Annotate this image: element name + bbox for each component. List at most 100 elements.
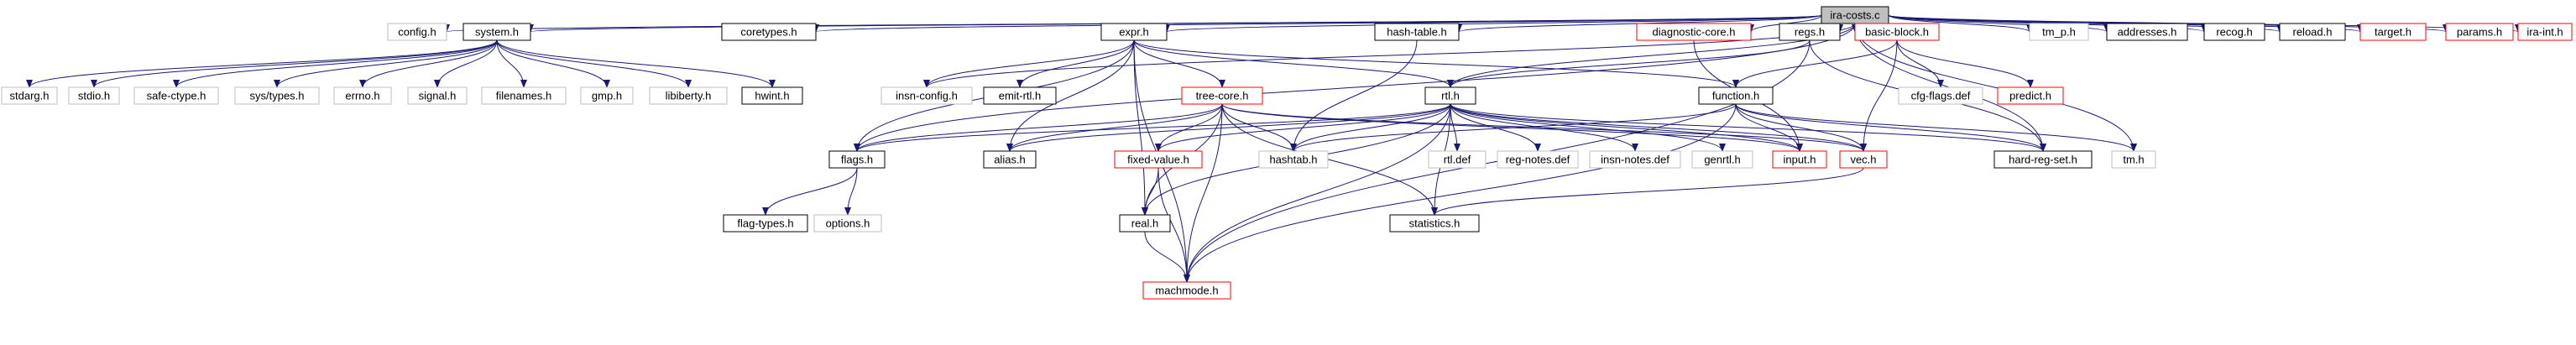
node-stdio-label: stdio.h [78,90,110,102]
node-rtl[interactable]: rtl.h [1424,86,1476,105]
node-basic-block[interactable]: basic-block.h [1854,23,1940,41]
node-recog-box [2203,23,2265,41]
edge-expr-to-alias [1006,39,1135,152]
node-ira-int[interactable]: ira-int.h [2517,23,2573,41]
edge-ira-costs-to-tm_p [1888,14,2033,33]
edge-basic-block-to-predict [1896,39,2034,88]
edge-system-to-safe-ctype [173,39,498,88]
node-vec[interactable]: vec.h [1839,150,1888,169]
node-tm-box [2111,150,2156,169]
edge-system-to-filenames [496,39,527,88]
edge-expr-to-insn-config [923,39,1135,88]
edge-basic-block-to-function [1732,39,1898,88]
edge-function-to-hard-reg-set [1735,103,2046,152]
node-machmode[interactable]: machmode.h [1142,281,1231,300]
node-insn-notes: insn-notes.def [1589,150,1681,169]
node-stdarg-label: stdarg.h [10,90,50,102]
node-reload[interactable]: reload.h [2279,23,2346,41]
node-expr-label: expr.h [1119,26,1148,39]
node-alias[interactable]: alias.h [983,150,1037,169]
edge-tree-core-to-input [1221,103,1803,152]
edge-expr-to-real [1133,39,1148,216]
edge-rtl-to-alias [1006,103,1451,152]
node-emit-rtl-label: emit-rtl.h [999,90,1042,102]
node-input-box [1772,150,1827,169]
edge-system-to-hwint [496,39,776,88]
node-function-box [1698,86,1774,105]
node-coretypes[interactable]: coretypes.h [721,23,817,41]
node-coretypes-box [721,23,817,41]
node-hash-table[interactable]: hash-table.h [1374,23,1460,41]
node-diagnostic-core[interactable]: diagnostic-core.h [1636,23,1752,41]
node-insn-notes-label: insn-notes.def [1601,154,1669,166]
node-filenames-box [481,86,567,105]
edge-tree-core-to-alias [1006,103,1223,152]
node-expr[interactable]: expr.h [1100,23,1168,41]
node-stdarg: stdarg.h [1,86,58,105]
edge-rtl-to-machmode [1183,103,1451,283]
edge-flags-to-options [844,167,858,216]
node-tree-core[interactable]: tree-core.h [1181,86,1263,105]
node-statistics[interactable]: statistics.h [1389,214,1480,233]
edge-regs-to-rtl [1447,39,1811,88]
node-function[interactable]: function.h [1698,86,1774,105]
node-fixed-value[interactable]: fixed-value.h [1114,150,1203,169]
edge-ira-costs-to-coretypes [813,14,1822,33]
node-flags-label: flags.h [841,154,873,166]
node-gmp-label: gmp.h [592,90,622,102]
node-recog[interactable]: recog.h [2203,23,2265,41]
node-params-label: params.h [2457,26,2502,39]
node-signal: signal.h [407,86,468,105]
node-hwint[interactable]: hwint.h [741,86,803,105]
node-system[interactable]: system.h [462,23,531,41]
node-flag-types[interactable]: flag-types.h [723,214,808,233]
node-insn-config-box [880,86,973,105]
node-addresses[interactable]: addresses.h [2106,23,2188,41]
node-hard-reg-set[interactable]: hard-reg-set.h [1993,150,2093,169]
node-tm_p-box [2029,23,2089,41]
node-predict[interactable]: predict.h [1997,86,2064,105]
node-hwint-label: hwint.h [755,90,789,102]
node-regs-box [1779,23,1841,41]
node-options-label: options.h [826,217,870,230]
node-statistics-label: statistics.h [1409,217,1460,230]
node-regs[interactable]: regs.h [1779,23,1841,41]
edge-rtl-to-fixed-value [1155,103,1451,152]
edge-fixed-value-to-machmode [1157,167,1190,283]
edge-function-to-tm [1735,103,2137,152]
node-rtl-def: rtl.def [1428,150,1487,169]
node-sys-types-box [234,86,320,105]
node-safe-ctype-box [133,86,219,105]
node-rtl-def-box [1428,150,1487,169]
node-sys-types-label: sys/types.h [249,90,304,102]
edge-system-to-sys-types [274,39,498,88]
node-hash-table-label: hash-table.h [1387,26,1447,39]
node-cfg-flags: cfg-flags.def [1898,86,1983,105]
node-target[interactable]: target.h [2359,23,2427,41]
node-basic-block-label: basic-block.h [1865,26,1929,39]
node-safe-ctype: safe-ctype.h [133,86,219,105]
node-alias-box [983,150,1037,169]
node-hwint-box [741,86,803,105]
node-params-box [2445,23,2514,41]
node-options: options.h [813,214,882,233]
node-real[interactable]: real.h [1119,214,1171,233]
node-flags[interactable]: flags.h [828,150,886,169]
edge-expr-to-tree-core [1133,39,1225,88]
node-target-box [2359,23,2427,41]
node-target-label: target.h [2375,26,2411,39]
node-hash-table-box [1374,23,1460,41]
node-params[interactable]: params.h [2445,23,2514,41]
node-emit-rtl[interactable]: emit-rtl.h [983,86,1057,105]
node-function-label: function.h [1712,90,1759,102]
edge-tree-core-to-flags [854,103,1223,152]
node-input[interactable]: input.h [1772,150,1827,169]
node-coretypes-label: coretypes.h [740,26,797,39]
edge-vec-to-statistics [1431,167,1864,216]
node-reload-box [2279,23,2346,41]
node-fixed-value-box [1114,150,1203,169]
edge-rtl-to-input [1450,103,1803,152]
node-gmp: gmp.h [580,86,634,105]
edge-rtl-to-genrtl [1450,103,1726,152]
